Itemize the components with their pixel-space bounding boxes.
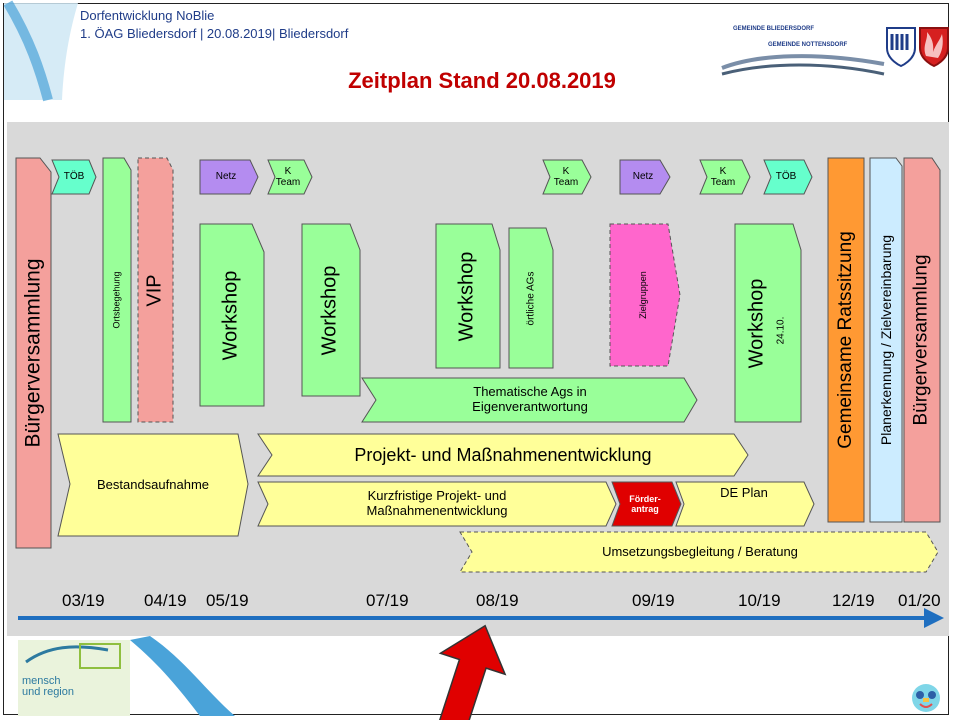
label-thematische-ags: Thematische Ags in Eigenverantwortung [472,384,588,414]
logo-municipality-2: GEMEINDE NOTTENSDORF [768,42,848,48]
label-kteam-3: K Team [710,165,736,189]
shape-workshop-3 [435,223,501,369]
coat-of-arms-nottensdorf-icon [919,27,949,68]
month-label: 07/19 [366,591,409,610]
shape-zielgruppen [609,223,681,367]
shape-planerkennung [869,157,903,523]
label-projekt-massnahmen: Projekt- und Maßnahmenentwicklung [354,444,652,465]
label-bestandsaufnahme: Bestandsaufnahme [96,476,210,492]
shape-toeb-2 [763,159,813,195]
label-netz-2: Netz [632,171,654,183]
shape-kteam-1 [267,159,313,195]
label-de-plan: DE Plan [720,485,768,500]
shape-toeb-1 [51,159,97,195]
label-foerderantrag: Förder- antrag [629,493,661,514]
label-toeb-2: TÖB [775,171,797,183]
shape-kteam-3 [699,159,751,195]
shape-workshop-4 [734,223,802,423]
shape-kteam-2 [542,159,592,195]
shape-bestandsaufnahme [57,433,249,537]
month-label: 10/19 [738,591,781,610]
timeline-arrowhead-icon [924,608,944,628]
month-label: 03/19 [62,591,105,610]
header-project-name: Dorfentwicklung NoBlie [80,8,215,23]
shape-de-plan [675,481,815,527]
month-label: 09/19 [632,591,675,610]
logo-swoosh-icon [721,54,885,76]
shape-netz-2 [619,159,671,195]
month-label: 05/19 [206,591,249,610]
logo-mensch-und-region-icon [18,640,130,716]
month-label: 12/19 [832,591,875,610]
month-label: 04/19 [144,591,187,610]
shape-foerderantrag [611,481,682,527]
current-date-marker-arrow-icon [438,624,507,720]
label-umsetzung: Umsetzungsbegleitung / Beratung [602,543,798,559]
label-toeb-1: TÖB [63,171,85,183]
shape-ortsbegehung [102,157,132,423]
page-title: Zeitplan Stand 20.08.2019 [348,68,616,93]
header-meeting-info: 1. ÖAG Bliedersdorf | 20.08.2019| Bliede… [80,26,349,41]
label-kteam-1: K Team [275,165,301,189]
shape-workshop-1 [199,223,265,407]
shape-gemeinsame-ratssitzung [827,157,865,523]
shape-thematische-ags [361,377,698,423]
shape-netz-1 [199,159,259,195]
shape-buergerversammlung-start [15,157,52,549]
shape-kurzfristige [257,481,617,527]
logo-mensch-und-region-text: mensch und region [22,675,74,698]
coat-of-arms-bliedersdorf-icon [886,27,916,68]
logo-municipality-1: GEMEINDE BLIEDERSDORF [733,26,815,32]
label-kteam-2: K Team [553,165,579,189]
month-label: 08/19 [476,591,519,610]
mascot-face-icon [912,684,940,712]
month-label: 01/20 [898,591,941,610]
shape-buergerversammlung-end [903,157,941,523]
shape-oertliche-ags [508,227,554,369]
shape-vip [137,157,174,423]
label-netz-1: Netz [215,171,237,183]
shape-umsetzung [459,531,939,573]
shape-workshop-2 [301,223,361,397]
shape-projekt-massnahmen [257,433,749,477]
label-kurzfristige: Kurzfristige Projekt- und Maßnahmenentwi… [366,488,508,518]
